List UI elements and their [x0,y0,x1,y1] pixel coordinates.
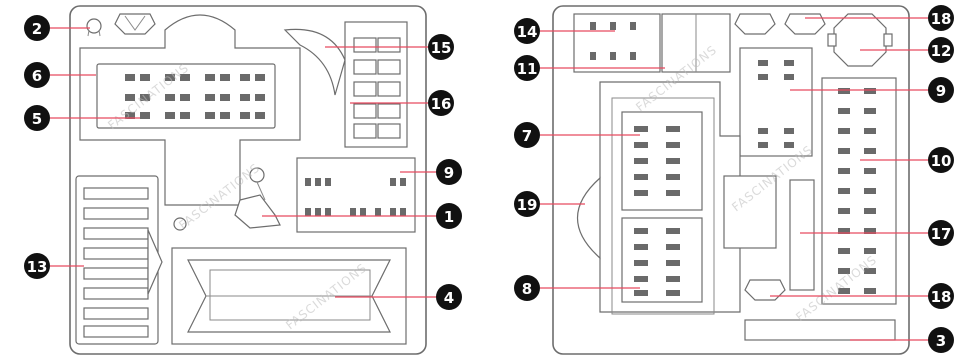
part-9-panel-left [296,157,416,233]
callout-9-right: 9 [928,77,954,103]
part-7-panel [621,111,703,211]
callout-3: 3 [928,327,954,353]
part-5-window-clips [125,74,265,119]
part-16-ladder [344,21,408,148]
left-parts-sheet: FASCINATIONS FASCINATIONS FASCINATIONS [69,5,427,355]
svg-text:18: 18 [931,10,952,28]
svg-text:7: 7 [522,127,532,145]
svg-text:15: 15 [431,39,452,57]
callout-12: 12 [928,37,954,63]
svg-text:18: 18 [931,288,952,306]
part-2-hook [86,18,102,37]
part-6-roof-panel [79,14,301,206]
svg-text:8: 8 [522,280,532,298]
part-4-base-frame [171,247,407,345]
callout-8: 8 [514,275,540,301]
part-3-bar [744,319,896,341]
svg-text:1: 1 [444,208,454,226]
callout-4: 4 [436,284,462,310]
part-1-lever [234,167,281,229]
part-18-connector-top [734,13,826,35]
part-12-octagon [827,13,893,67]
callout-19: 19 [514,191,540,217]
svg-text:17: 17 [931,225,952,243]
svg-text:3: 3 [936,332,946,350]
callout-14: 14 [514,18,540,44]
part-9-panel-right [739,47,813,157]
callout-13: 13 [24,253,50,279]
part-13-railings [75,175,163,345]
callout-15: 15 [428,34,454,60]
svg-text:11: 11 [517,60,538,78]
part-11-block [661,13,731,73]
svg-text:6: 6 [32,67,42,85]
part-14-block [573,13,661,73]
svg-text:10: 10 [931,152,952,170]
callout-9-left: 9 [436,159,462,185]
callout-11: 11 [514,55,540,81]
callout-2: 2 [24,15,50,41]
svg-text:16: 16 [431,95,452,113]
svg-text:12: 12 [931,42,952,60]
part-18-connector-left-top [114,13,156,35]
callout-10: 10 [928,147,954,173]
part-8-panel [621,217,703,303]
part-2-hook-small [173,217,187,231]
svg-text:5: 5 [32,110,42,128]
svg-text:9: 9 [444,164,454,182]
svg-text:2: 2 [32,20,42,38]
right-parts-sheet: FASCINATIONS FASCINATIONS FASCINATIONS [552,5,910,355]
callout-16: 16 [428,90,454,116]
part-17-block [723,175,815,291]
callout-17: 17 [928,220,954,246]
svg-text:19: 19 [517,196,538,214]
callout-5: 5 [24,105,50,131]
svg-text:4: 4 [444,289,454,307]
leader-lines [50,17,928,341]
part-15-curved-piece [283,28,346,96]
svg-text:9: 9 [936,82,946,100]
svg-text:13: 13 [27,258,48,276]
callout-1: 1 [436,203,462,229]
callout-18-bottom: 18 [928,283,954,309]
part-10-strip [821,77,897,305]
callout-7: 7 [514,122,540,148]
callout-6: 6 [24,62,50,88]
part-18-connector-bottom [744,279,786,301]
svg-text:14: 14 [517,23,538,41]
callout-18-top: 18 [928,5,954,31]
callouts: 2 6 5 13 15 16 9 1 4 14 11 7 19 8 18 12 … [24,5,954,353]
